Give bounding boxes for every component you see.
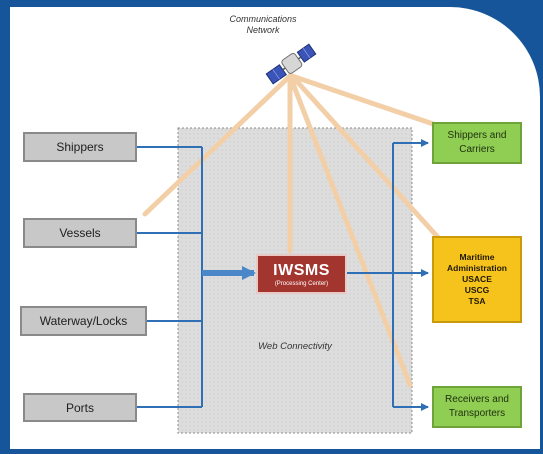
- dest-label-line2: Carriers: [459, 144, 495, 155]
- dest-line: Maritime: [459, 252, 495, 262]
- network-label: Communications Network: [228, 14, 298, 36]
- dest-label-line1: Shippers and: [447, 130, 507, 141]
- dest-line: Administration: [447, 263, 507, 273]
- network-label-line1: Communications: [229, 14, 297, 24]
- dest-line: TSA: [468, 296, 486, 306]
- satellite-icon: [262, 40, 320, 88]
- hub-title: IWSMS: [273, 261, 330, 279]
- source-connectors: [137, 146, 203, 408]
- source-label: Vessels: [59, 226, 101, 240]
- beam-shippers-carriers: [289, 73, 448, 131]
- source-label: Waterway/Locks: [39, 314, 128, 328]
- source-shippers: Shippers: [23, 132, 137, 162]
- source-label: Ports: [65, 400, 94, 415]
- source-waterway-locks: Waterway/Locks: [20, 306, 147, 336]
- source-label: Shippers: [56, 140, 104, 154]
- hub-subtitle: (Processing Center): [274, 280, 329, 287]
- beam-maritime: [289, 73, 448, 248]
- beam-receivers: [287, 73, 413, 388]
- web-connectivity-label: Web Connectivity: [258, 341, 332, 352]
- satellite-beams: [142, 73, 448, 388]
- dest-receivers-transporters: Receivers and Transporters: [432, 386, 522, 428]
- dest-line: USACE: [462, 274, 492, 284]
- destination-connectors: [347, 139, 429, 411]
- beam-vessels: [142, 73, 293, 217]
- iwsms-hub: IWSMS (Processing Center): [256, 254, 347, 294]
- dest-label-line1: Receivers and: [445, 394, 509, 405]
- dest-shippers-carriers: Shippers and Carriers: [432, 122, 522, 164]
- dest-maritime-administration: Maritime Administration USACE USCG TSA: [432, 236, 522, 323]
- dest-label-line2: Transporters: [448, 408, 506, 419]
- dest-line: USCG: [464, 285, 490, 295]
- source-ports: Ports: [23, 393, 137, 422]
- source-vessels: Vessels: [23, 218, 137, 248]
- network-label-line2: Network: [246, 25, 280, 35]
